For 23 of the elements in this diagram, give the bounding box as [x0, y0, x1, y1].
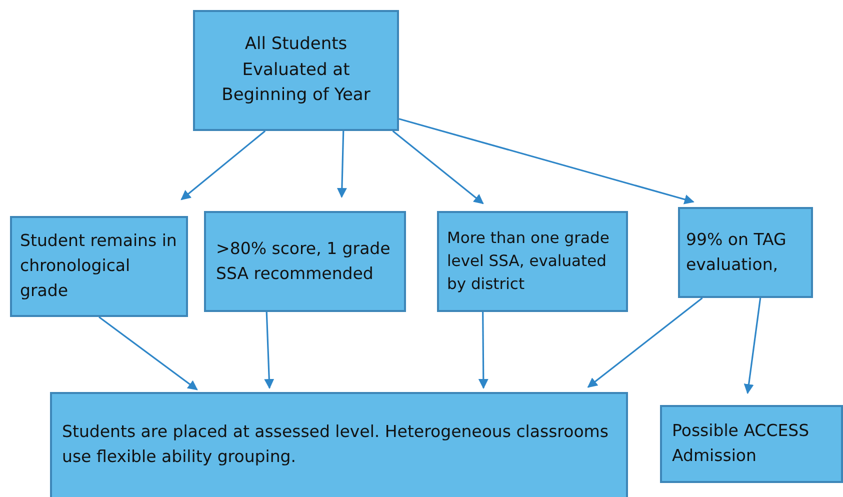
- box-text: Student remains in chronological grade: [20, 230, 178, 302]
- arrow: [264, 312, 274, 389]
- arrow: [744, 298, 762, 394]
- box-text: >80% score, 1 grade SSA recommended: [216, 238, 392, 284]
- process-box: [437, 211, 628, 312]
- process-box: [660, 405, 843, 483]
- arrow: [98, 316, 198, 390]
- arrow: [398, 118, 694, 204]
- process-box: [193, 10, 399, 131]
- process-box: [10, 216, 188, 317]
- arrow: [180, 130, 266, 200]
- arrow: [587, 297, 703, 388]
- process-box: [678, 207, 813, 298]
- box-text: Students are placed at assessed level. Heterogeneous classrooms use flexible ability grouping.: [62, 421, 610, 468]
- arrow: [336, 130, 347, 198]
- box-text: More than one grade level SSA, evaluated by district: [447, 228, 610, 296]
- arrow: [478, 312, 488, 389]
- box-text: Possible ACCESS Admission: [672, 420, 810, 467]
- process-box: [50, 392, 628, 497]
- arrow: [392, 130, 484, 204]
- box-text: 99% on TAG evaluation,: [686, 228, 788, 276]
- process-box: [204, 211, 406, 312]
- box-text: All Students Evaluated at Beginning of Year: [220, 33, 372, 108]
